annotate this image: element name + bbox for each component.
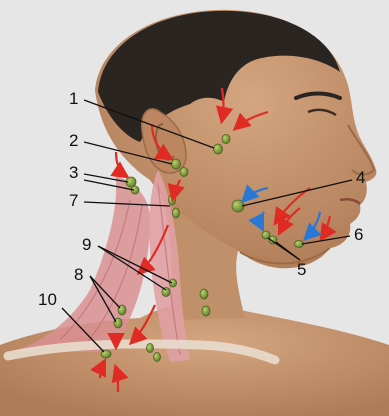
label-4: 4: [356, 168, 365, 187]
label-3: 3: [69, 163, 78, 182]
label-6: 6: [354, 225, 363, 244]
label-9: 9: [82, 235, 91, 254]
label-5: 5: [297, 260, 306, 279]
label-2: 2: [69, 131, 78, 150]
label-1: 1: [69, 89, 78, 108]
label-10: 10: [38, 290, 57, 309]
label-8: 8: [74, 265, 83, 284]
label-7: 7: [69, 191, 78, 210]
